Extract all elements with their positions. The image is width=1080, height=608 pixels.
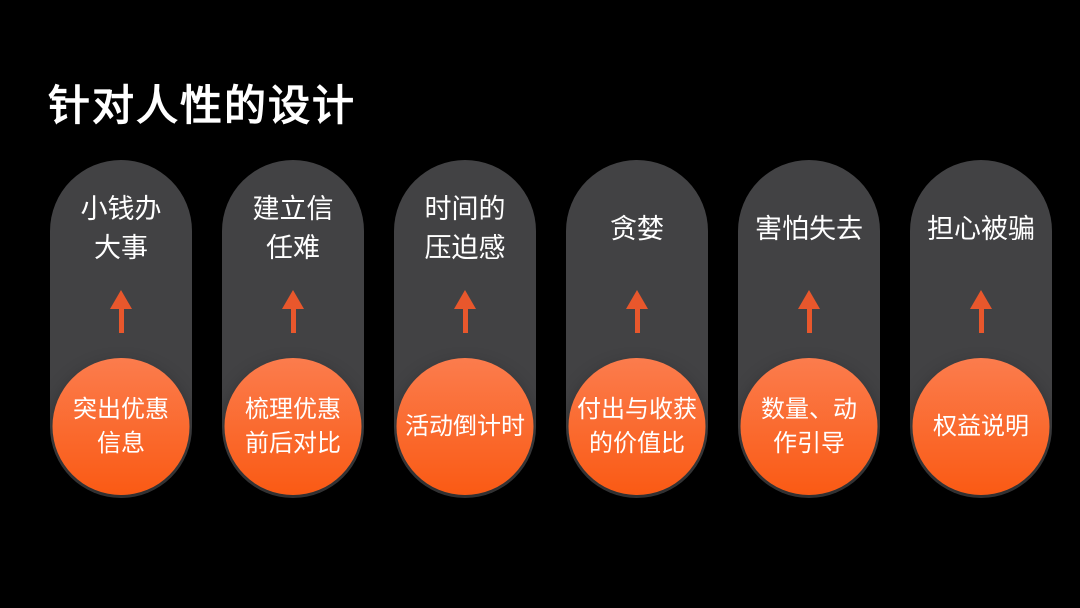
pain-point-label: 建立信 任难 xyxy=(252,194,334,263)
solution-circle: 梳理优惠 前后对比 xyxy=(224,358,362,495)
arrow-stem xyxy=(634,309,640,333)
up-arrow-icon xyxy=(50,290,192,333)
solution-circle: 活动倒计时 xyxy=(396,358,534,495)
solution-circle: 突出优惠 信息 xyxy=(52,358,190,495)
up-arrow-icon xyxy=(222,290,364,333)
arrow-stem xyxy=(290,309,296,333)
arrow-head xyxy=(282,290,304,309)
pillar-column-6: 担心被骗 权益说明 xyxy=(910,160,1052,498)
up-arrow-icon xyxy=(738,290,880,333)
pillar-column-3: 时间的 压迫感 活动倒计时 xyxy=(394,160,536,498)
up-arrow-icon xyxy=(910,290,1052,333)
pillar-column-5: 害怕失去 数量、动 作引导 xyxy=(738,160,880,498)
pain-point-label: 害怕失去 xyxy=(755,213,863,244)
solution-label: 数量、动 作引导 xyxy=(761,395,857,457)
up-arrow-icon xyxy=(394,290,536,333)
solution-circle: 付出与收获 的价值比 xyxy=(568,358,706,495)
solution-label: 梳理优惠 前后对比 xyxy=(245,395,341,457)
arrow-stem xyxy=(978,309,984,333)
up-arrow-icon xyxy=(566,290,708,333)
arrow-head xyxy=(970,290,992,309)
solution-circle: 数量、动 作引导 xyxy=(740,358,878,495)
pillar-column-2: 建立信 任难 梳理优惠 前后对比 xyxy=(222,160,364,498)
solution-label: 突出优惠 信息 xyxy=(73,395,169,457)
pillar-columns: 小钱办 大事 突出优惠 信息 建立信 任难 梳理优惠 前后对比 时间的 压迫感 … xyxy=(50,160,1052,498)
solution-circle: 权益说明 xyxy=(912,358,1050,495)
solution-label: 付出与收获 的价值比 xyxy=(577,395,697,457)
pain-point-label: 小钱办 大事 xyxy=(80,194,162,263)
arrow-head xyxy=(454,290,476,309)
pillar-column-1: 小钱办 大事 突出优惠 信息 xyxy=(50,160,192,498)
pillar-column-4: 贪婪 付出与收获 的价值比 xyxy=(566,160,708,498)
arrow-head xyxy=(798,290,820,309)
arrow-stem xyxy=(462,309,468,333)
solution-label: 活动倒计时 xyxy=(405,412,525,440)
pain-point-label: 时间的 压迫感 xyxy=(424,194,506,263)
arrow-head xyxy=(626,290,648,309)
arrow-stem xyxy=(118,309,124,333)
arrow-head xyxy=(110,290,132,309)
pain-point-label: 担心被骗 xyxy=(927,213,1035,244)
pain-point-label: 贪婪 xyxy=(610,213,664,244)
arrow-stem xyxy=(806,309,812,333)
solution-label: 权益说明 xyxy=(933,412,1029,440)
page-title: 针对人性的设计 xyxy=(48,82,357,130)
